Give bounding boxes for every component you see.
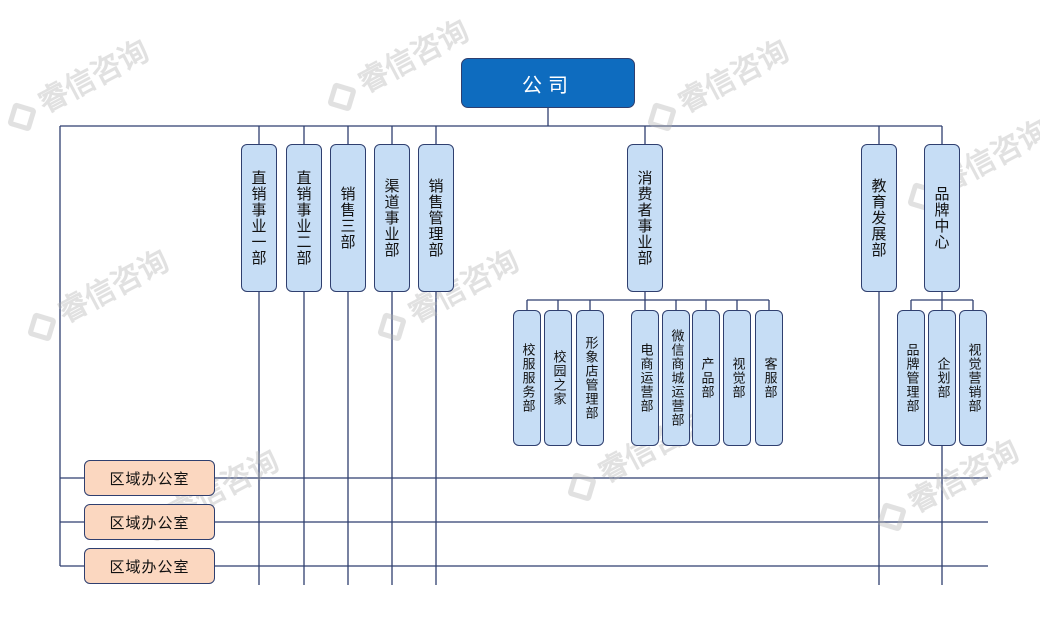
sub-label: 校服服务部 [519,343,535,413]
dept-sales-3: 销售三部 [330,144,366,292]
dept-label: 教育发展部 [869,178,888,258]
company-label: 公司 [522,72,574,97]
dept-direct-sales-1: 直销事业一部 [241,144,277,292]
dept-label: 品牌中心 [932,186,951,250]
consumer-sub-store-management: 形象店管理部 [576,310,604,446]
brand-sub-visual-marketing: 视觉营销部 [959,310,987,446]
dept-channel: 渠道事业部 [374,144,410,292]
dept-label: 销售管理部 [426,178,445,258]
sub-label: 微信商城运营部 [668,329,684,427]
region-label: 区域办公室 [109,513,190,532]
region-label: 区域办公室 [109,469,190,488]
regional-office-1: 区域办公室 [84,460,215,496]
company-node: 公司 [461,58,635,108]
sub-label: 形象店管理部 [582,336,598,420]
dept-sales-management: 销售管理部 [418,144,454,292]
consumer-sub-campus-home: 校园之家 [544,310,572,446]
consumer-sub-customer-service: 客服部 [755,310,783,446]
sub-label: 电商运营部 [637,343,653,413]
dept-label: 渠道事业部 [382,178,401,258]
consumer-sub-product: 产品部 [692,310,720,446]
consumer-sub-ecommerce: 电商运营部 [631,310,659,446]
dept-direct-sales-2: 直销事业二部 [286,144,322,292]
sub-label: 视觉营销部 [965,343,981,413]
regional-office-2: 区域办公室 [84,504,215,540]
region-label: 区域办公室 [109,557,190,576]
dept-label: 直销事业一部 [249,170,268,266]
consumer-sub-wechat-mall: 微信商城运营部 [662,310,690,446]
dept-brand-center: 品牌中心 [924,144,960,292]
sub-label: 校园之家 [550,350,566,406]
consumer-sub-visual: 视觉部 [723,310,751,446]
dept-label: 直销事业二部 [294,170,313,266]
sub-label: 视觉部 [729,357,745,399]
brand-sub-brand-management: 品牌管理部 [897,310,925,446]
dept-label: 消费者事业部 [635,170,654,266]
consumer-sub-uniform-service: 校服服务部 [513,310,541,446]
dept-label: 销售三部 [338,186,357,250]
dept-consumer: 消费者事业部 [627,144,663,292]
sub-label: 客服部 [761,357,777,399]
sub-label: 产品部 [698,357,714,399]
regional-office-3: 区域办公室 [84,548,215,584]
sub-label: 企划部 [934,357,950,399]
sub-label: 品牌管理部 [903,343,919,413]
brand-sub-planning: 企划部 [928,310,956,446]
dept-education: 教育发展部 [861,144,897,292]
